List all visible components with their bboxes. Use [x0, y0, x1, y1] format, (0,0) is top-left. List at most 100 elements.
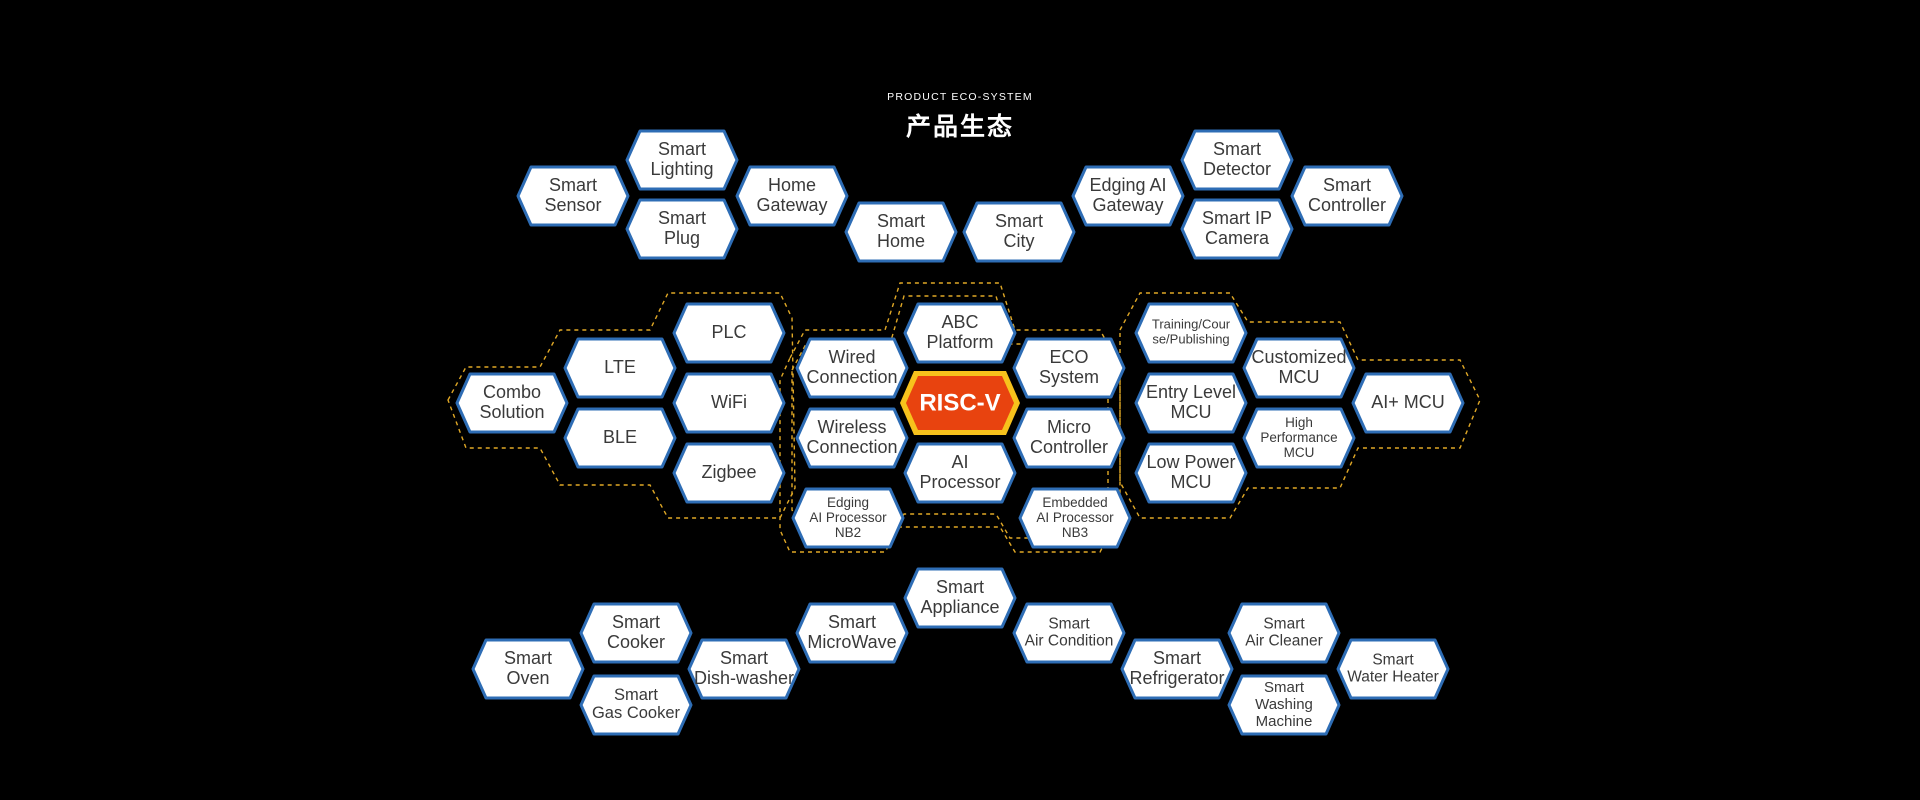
- hex-shape: [795, 602, 909, 664]
- hex-label: PLC: [711, 322, 746, 342]
- hex-shape: [844, 201, 958, 263]
- header-title: 产品生态: [906, 112, 1014, 141]
- hex-label: LTE: [604, 357, 636, 377]
- core-cluster-outline-outer: [779, 282, 1121, 553]
- core-hex-fill: [906, 376, 1014, 430]
- hex-shape: [1180, 198, 1294, 260]
- hex-shape: [1227, 602, 1341, 664]
- hex-shape: [1012, 407, 1126, 469]
- hex-shape: [625, 198, 739, 260]
- connectivity-cluster-outline: [447, 292, 796, 519]
- hex-shape: [1351, 372, 1465, 434]
- hex-node-zigbee: Zigbee: [672, 442, 786, 504]
- hex-shape: [1012, 337, 1126, 399]
- hex-shape: [579, 602, 693, 664]
- hex-shape: [962, 201, 1076, 263]
- hex-shape: [903, 302, 1017, 364]
- hex-shape: [1134, 442, 1248, 504]
- hex-shape: [735, 165, 849, 227]
- hex-shape: [672, 372, 786, 434]
- hex-shape: [1018, 487, 1132, 549]
- hex-shape: [1012, 602, 1126, 664]
- hex-shape: [1242, 407, 1356, 469]
- hex-shape: [1134, 302, 1248, 364]
- hex-label: BLE: [603, 427, 637, 447]
- hex-label: AI+ MCU: [1371, 392, 1445, 412]
- hex-shape: [455, 372, 569, 434]
- hex-node-ble: BLE: [563, 407, 677, 469]
- hex-shape: [1134, 372, 1248, 434]
- hex-shape: [903, 442, 1017, 504]
- hex-shape: [471, 638, 585, 700]
- core-risc-v-node: RISC-V: [900, 371, 1020, 435]
- hex-shape: [1071, 165, 1185, 227]
- hex-shape: [1290, 165, 1404, 227]
- hex-shape: [1180, 129, 1294, 191]
- hex-shape: [791, 487, 905, 549]
- mcu-cluster-outline: [1119, 292, 1481, 519]
- hex-label: Zigbee: [701, 462, 756, 482]
- hex-node-wifi: WiFi: [672, 372, 786, 434]
- hex-shape: [1227, 674, 1341, 736]
- hex-shape: [563, 337, 677, 399]
- hex-shape: [795, 407, 909, 469]
- hex-shape: [1242, 337, 1356, 399]
- hex-shape: [687, 638, 801, 700]
- hex-shape: [625, 129, 739, 191]
- hex-shape: [1336, 638, 1450, 700]
- hex-label: WiFi: [711, 392, 747, 412]
